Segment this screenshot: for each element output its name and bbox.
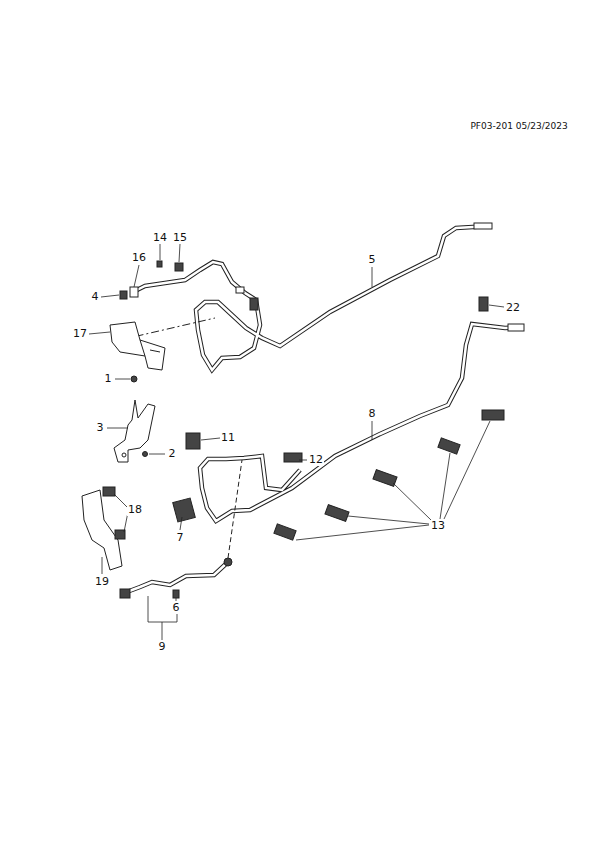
callout-number: 6 xyxy=(172,602,181,614)
fuel-line-5 xyxy=(133,223,492,370)
callout-number: 1 xyxy=(104,373,113,385)
part-14 xyxy=(157,261,162,267)
callout-number: 9 xyxy=(158,641,167,653)
callout-number: 11 xyxy=(220,432,236,444)
callout-number: 8 xyxy=(368,408,377,420)
callout-number: 18 xyxy=(127,504,143,516)
clip-13 xyxy=(274,410,504,540)
clip-22 xyxy=(479,297,488,311)
callout-number: 15 xyxy=(172,232,188,244)
callout-number: 5 xyxy=(368,254,377,266)
callout-number: 12 xyxy=(308,454,324,466)
bolt-2 xyxy=(143,452,148,457)
bracket-3 xyxy=(114,400,155,462)
callout-number: 7 xyxy=(176,532,185,544)
clip-7 xyxy=(173,498,196,522)
callout-number: 4 xyxy=(91,291,100,303)
clip-18 xyxy=(115,530,125,539)
clip-11 xyxy=(186,433,200,449)
clip-18 xyxy=(103,487,115,496)
assembly-line xyxy=(228,460,242,558)
bracket-17 xyxy=(110,322,165,370)
fuel-line-9 xyxy=(120,558,232,598)
part-4 xyxy=(120,291,127,299)
callout-number: 19 xyxy=(94,576,110,588)
part-15 xyxy=(175,263,183,271)
callout-number: 3 xyxy=(96,422,105,434)
drawing-reference: PF03-201 05/23/2023 xyxy=(469,122,568,132)
leader-line xyxy=(89,244,504,640)
callout-number: 17 xyxy=(72,328,88,340)
bracket-17-detail xyxy=(140,340,160,356)
part-16 xyxy=(130,287,138,297)
callout-number: 2 xyxy=(168,448,177,460)
callout-number: 14 xyxy=(152,232,168,244)
callout-number: 22 xyxy=(505,302,521,314)
callout-number: 16 xyxy=(131,252,147,264)
nut-1 xyxy=(131,376,137,382)
clip-12 xyxy=(284,453,302,462)
fuel-line-8 xyxy=(200,324,524,521)
callout-number: 13 xyxy=(430,520,446,532)
